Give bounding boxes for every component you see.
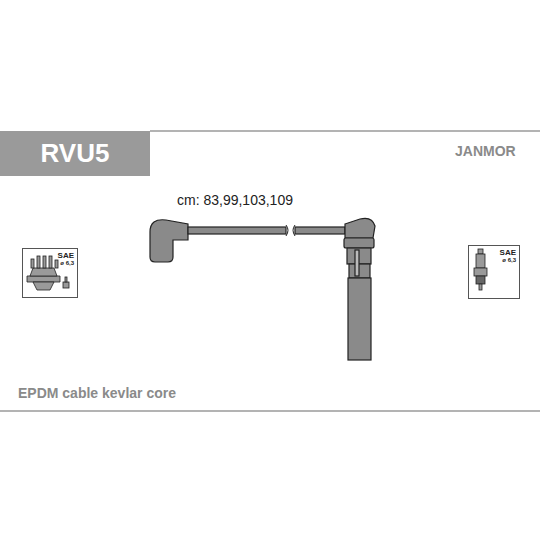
spark-plug-icon: [474, 249, 487, 290]
node-detail: ø 6,3: [502, 257, 516, 264]
plug-boot: [344, 218, 375, 360]
plug-icon-box: SAEø 6,3: [468, 245, 520, 299]
distributor-icon-box: SAEø 6,3: [22, 248, 78, 298]
length-list: cm: 83,99,103,109: [177, 192, 293, 208]
part-number-banner: RVU5: [0, 131, 150, 176]
cable: [188, 227, 345, 234]
rule-line: [0, 410, 540, 412]
node-title: SAE: [500, 248, 516, 257]
distributor-boot: [150, 220, 188, 262]
node-title: RVU5: [41, 139, 110, 169]
rule-line: [150, 130, 540, 132]
material-note: EPDM cable kevlar core: [18, 385, 176, 401]
node-detail: ø 6,3: [60, 260, 74, 267]
brand-name: JANMOR: [455, 143, 516, 159]
break-mark: [286, 225, 295, 236]
node-title: SAE: [58, 251, 74, 260]
